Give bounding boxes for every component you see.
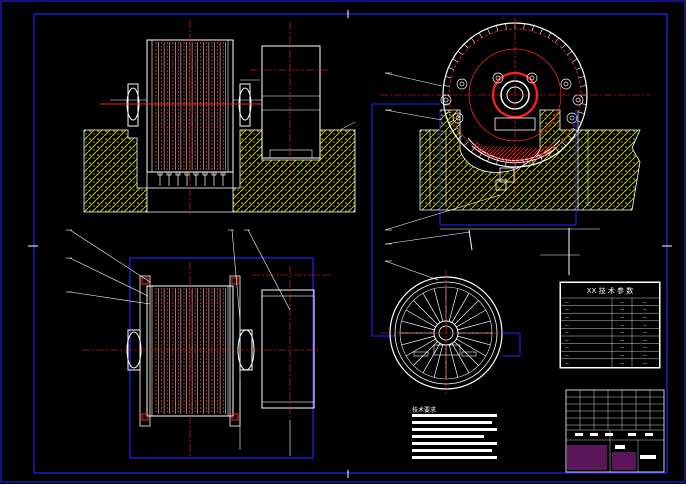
table-row-value: — [643, 330, 647, 335]
table-row-unit: — [620, 322, 624, 327]
spoked-wheel-view [380, 270, 521, 396]
table-row-unit: — [620, 345, 624, 350]
table-row-value: — [643, 300, 647, 305]
technical-notes: 技术要求 [412, 406, 497, 459]
table-row-value: — [643, 307, 647, 312]
table-row-label: — [565, 353, 569, 358]
table-row-unit: — [620, 353, 624, 358]
table-row-value: — [643, 353, 647, 358]
table-title: XX 技 术 参 数 [587, 286, 634, 295]
table-row-label: — [565, 360, 569, 365]
table-row-unit: — [620, 307, 624, 312]
table-row-label: — [565, 307, 569, 312]
table-row-unit: — [620, 330, 624, 335]
table-row-label: — [565, 338, 569, 343]
front-section-view [83, 20, 356, 215]
table-row-value: — [643, 322, 647, 327]
table-row-unit: — [620, 360, 624, 365]
plan-view [82, 257, 330, 459]
parameter-table: XX 技 术 参 数 — — — — — — — — — — — — — — — — — — — — — — — — — — — [559, 281, 661, 369]
notes-heading: 技术要求 [412, 406, 436, 414]
side-section-view [371, 18, 650, 337]
table-row-unit: — [620, 315, 624, 320]
table-row-label: — [565, 330, 569, 335]
table-row-value: — [643, 315, 647, 320]
table-row-label: — [565, 315, 569, 320]
table-row-unit: — [620, 338, 624, 343]
table-row-label: — [565, 322, 569, 327]
table-row-label: — [565, 300, 569, 305]
table-row-label: — [565, 345, 569, 350]
leader-lines [66, 72, 501, 321]
table-row-unit: — [620, 300, 624, 305]
table-row-value: — [643, 338, 647, 343]
table-row-value: — [643, 360, 647, 365]
table-row-value: — [643, 345, 647, 350]
title-block [565, 389, 665, 473]
